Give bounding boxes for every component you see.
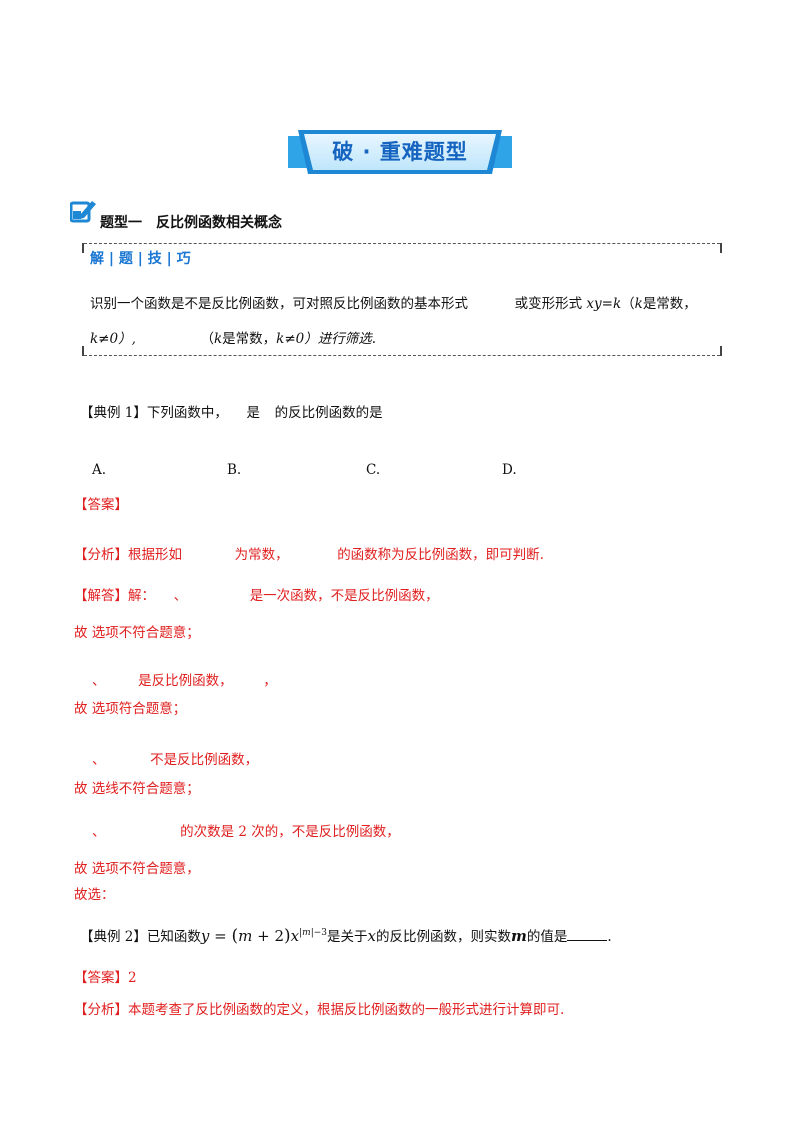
solution-line: 【解答】解： 、 是一次函数，不是反比例函数， xyxy=(74,584,439,604)
tip-text: 是常数， xyxy=(222,331,277,347)
question-text: 的值是 xyxy=(526,929,568,945)
analysis-label: 【分析】 xyxy=(74,547,128,563)
example2-question: 【典例 2】已知函数y = (m + 2)x|m|−3是关于x的反比例函数，则实… xyxy=(80,925,612,946)
solution-text: 、 xyxy=(92,752,106,768)
solution-text: 解： xyxy=(128,588,155,604)
example1-question: 【典例 1】下列函数中， 是 的反比例函数的是 xyxy=(80,401,383,421)
solution-text: 不是反比例函数， xyxy=(150,752,259,768)
option-c[interactable]: C. xyxy=(366,462,381,478)
answer-label: 【答案】 xyxy=(74,497,128,513)
tip-text-line: 识别一个函数是不是反比例函数，可对照反比例函数的基本形式 或变形形式 xy=k（… xyxy=(90,292,697,312)
final-choice: 故选： xyxy=(74,887,115,903)
function-formula: y = (m + 2)x|m|−3 xyxy=(200,926,328,946)
answer-blank[interactable] xyxy=(567,928,608,941)
solution-text: 、 xyxy=(173,588,188,604)
section-label: 题型一 xyxy=(100,215,142,231)
answer-value: 2 xyxy=(128,970,137,986)
analysis-line: 【分析】根据形如 为常数， 的函数称为反比例函数，即可判断. xyxy=(74,543,544,563)
box-corner xyxy=(720,346,722,356)
option-a[interactable]: A. xyxy=(92,462,107,478)
tip-text: （ xyxy=(621,296,635,312)
option-d[interactable]: D. xyxy=(502,462,517,478)
tip-text: k≠0）, xyxy=(90,331,136,347)
tip-text: 或变形形式 xyxy=(514,296,583,312)
formula: xy=k xyxy=(586,296,622,312)
example-label: 【典例 2】 xyxy=(80,929,147,945)
solution-text: 、 xyxy=(92,673,106,689)
variable: m xyxy=(511,927,527,945)
tip-box xyxy=(82,243,722,356)
question-text: 是 xyxy=(246,405,260,421)
variable: x xyxy=(367,927,376,945)
example2-answer: 【答案】2 xyxy=(74,966,137,986)
banner-background xyxy=(288,130,512,174)
option-b[interactable]: B. xyxy=(227,462,242,478)
conclusion-c: 故 选线不符合题意； xyxy=(74,781,200,797)
solution-text: 是一次函数，不是反比例函数， xyxy=(249,588,439,604)
solution-text: 的次数是 2 次的，不是反比例函数， xyxy=(180,824,400,840)
conclusion-a: 故 选项不符合题意； xyxy=(74,625,200,641)
variable: k xyxy=(213,331,223,347)
box-corner xyxy=(82,346,84,356)
analysis-text: 本题考查了反比例函数的定义，根据反比例函数的一般形式进行计算即可. xyxy=(128,1002,565,1018)
section-banner: 破 · 重难题型 xyxy=(288,128,512,176)
question-text: 的反比例函数，则实数 xyxy=(376,929,511,945)
analysis-label: 【分析】 xyxy=(74,1002,128,1018)
box-corner xyxy=(82,243,84,253)
question-text: 已知函数 xyxy=(146,929,201,945)
solution-line-d: 、 的次数是 2 次的，不是反比例函数， xyxy=(92,820,400,840)
analysis-text: 为常数， xyxy=(234,547,289,563)
question-text: 下列函数中， xyxy=(146,405,228,421)
tip-text-line: k≠0）, （k是常数，k≠0）进行筛选. xyxy=(90,327,376,347)
solution-text: ， xyxy=(263,673,277,689)
solution-label: 【解答】 xyxy=(74,588,128,604)
question-text: 是关于 xyxy=(327,929,368,945)
conclusion-d: 故 选项不符合题意， xyxy=(74,861,200,877)
banner-title: 破 · 重难题型 xyxy=(332,140,468,164)
tip-text: 是常数， xyxy=(642,296,697,312)
conclusion-b: 故 选项符合题意； xyxy=(74,701,187,717)
solution-line-b: 、 是反比例函数， ， xyxy=(92,669,277,689)
answer-label: 【答案】 xyxy=(74,970,128,986)
analysis-text: 根据形如 xyxy=(128,547,182,563)
solution-text: 是反比例函数， xyxy=(138,673,233,689)
analysis-text: 的函数称为反比例函数，即可判断. xyxy=(337,547,544,563)
box-corner xyxy=(720,243,722,253)
tip-text: （ xyxy=(200,331,214,347)
solution-line-c: 、 不是反比例函数， xyxy=(92,748,258,768)
question-text: . xyxy=(607,929,612,945)
edit-note-icon xyxy=(69,198,98,228)
question-text: 的反比例函数的是 xyxy=(274,405,383,421)
tip-text: 识别一个函数是不是反比例函数，可对照反比例函数的基本形式 xyxy=(90,296,468,312)
example2-analysis: 【分析】本题考查了反比例函数的定义，根据反比例函数的一般形式进行计算即可. xyxy=(74,998,564,1018)
tip-text: k≠0）进行筛选. xyxy=(276,331,377,347)
variable: k xyxy=(634,296,643,312)
section-title: 反比例函数相关概念 xyxy=(156,215,282,231)
solution-text: 、 xyxy=(92,824,106,840)
tip-heading: 解 | 题 | 技 | 巧 xyxy=(90,251,191,267)
example-label: 【典例 1】 xyxy=(80,405,147,421)
